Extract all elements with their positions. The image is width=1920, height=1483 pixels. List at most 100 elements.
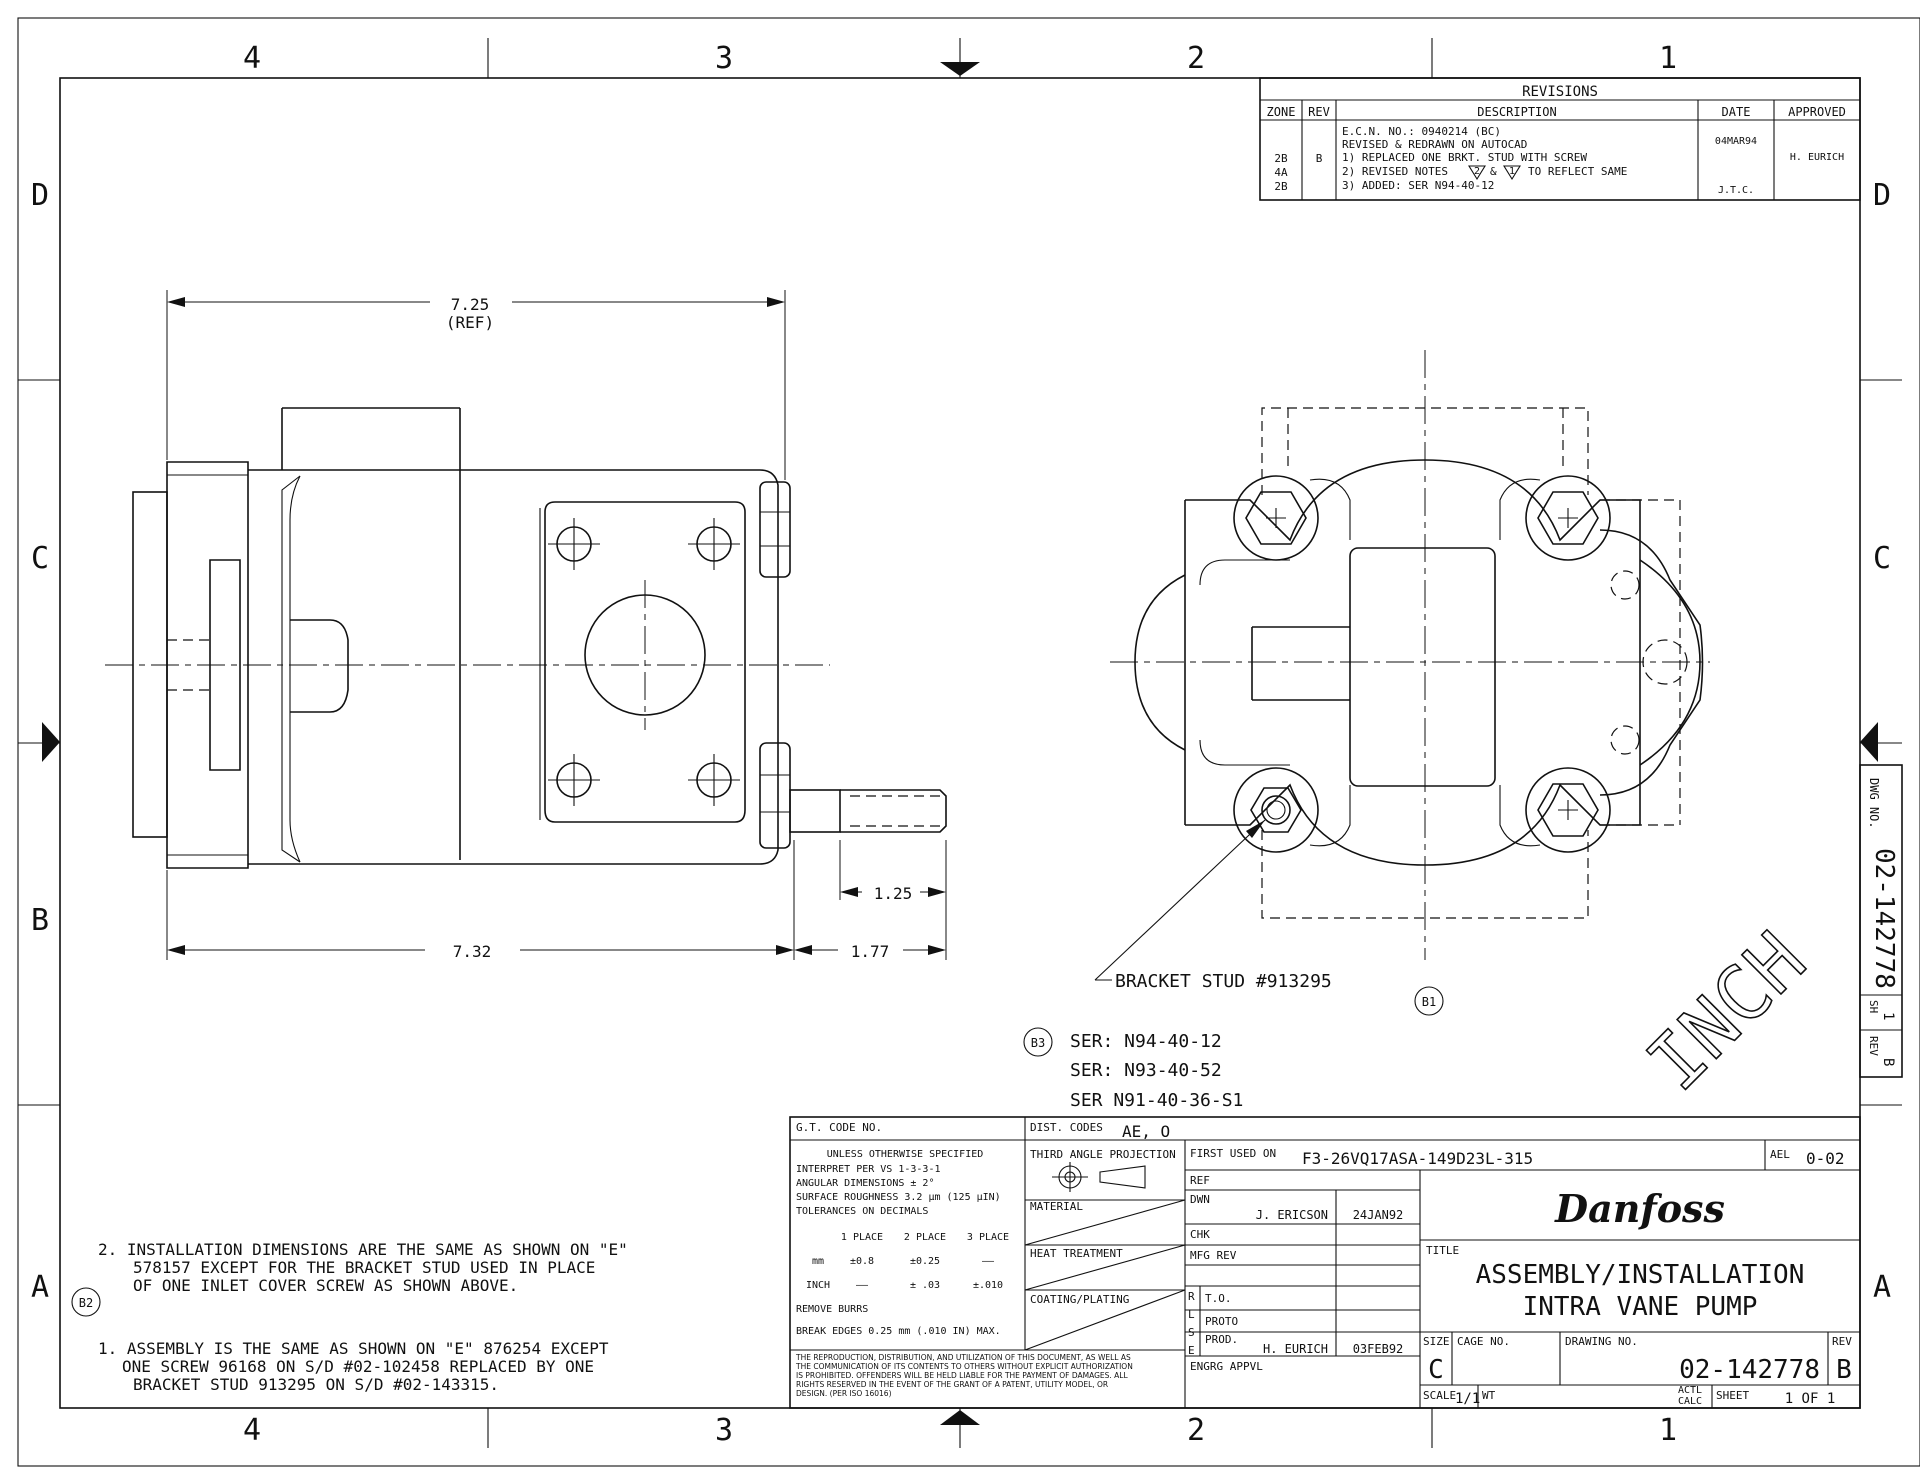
dim-base-length: 7.32 bbox=[453, 942, 492, 961]
actl-label: ACTL bbox=[1678, 1385, 1702, 1396]
chk-label: CHK bbox=[1190, 1228, 1210, 1241]
revisions-table: REVISIONS ZONE REV DESCRIPTION DATE APPR… bbox=[1259, 77, 1861, 201]
rev-letter: B bbox=[1316, 152, 1323, 165]
tol-mm-label: mm bbox=[812, 1256, 824, 1267]
b1-flag: B1 bbox=[1422, 995, 1436, 1009]
zone-col-4-bottom: 4 bbox=[243, 1413, 261, 1448]
dwn-date: 24JAN92 bbox=[1353, 1208, 1404, 1222]
tol-mm-1: ±0.8 bbox=[850, 1256, 874, 1267]
rev-desc-line-2: REVISED & REDRAWN ON AUTOCAD bbox=[1342, 138, 1527, 151]
ael-label: AEL bbox=[1770, 1148, 1790, 1161]
center-arrow-top-icon bbox=[940, 62, 980, 76]
side-dwg-label: DWG NO. bbox=[1867, 778, 1881, 829]
serial-3: SER N91-40-36-S1 bbox=[1070, 1090, 1243, 1111]
rev-label: REV bbox=[1832, 1335, 1852, 1348]
general-notes: 2. INSTALLATION DIMENSIONS ARE THE SAME … bbox=[71, 1240, 628, 1394]
center-arrow-right-icon bbox=[1860, 722, 1878, 762]
danfoss-logo: Danfoss bbox=[1554, 1186, 1725, 1231]
spec-line-5: TOLERANCES ON DECIMALS bbox=[796, 1206, 928, 1217]
rev-header-description: DESCRIPTION bbox=[1477, 105, 1556, 119]
disclaimer-line-1: THE REPRODUCTION, DISTRIBUTION, AND UTIL… bbox=[795, 1353, 1131, 1362]
note-2-line-3: OF ONE INLET COVER SCREW AS SHOWN ABOVE. bbox=[133, 1276, 518, 1295]
rev-initials: J.T.C. bbox=[1718, 185, 1754, 196]
tol-header-1: 1 PLACE bbox=[841, 1232, 883, 1243]
title-line-2: INTRA VANE PUMP bbox=[1523, 1292, 1758, 1322]
rev-header-zone: ZONE bbox=[1267, 105, 1296, 119]
third-angle-projection-icon bbox=[1052, 1162, 1146, 1192]
zone-col-1-bottom: 1 bbox=[1659, 1413, 1677, 1448]
engrg-label: ENGRG APPVL bbox=[1190, 1360, 1263, 1373]
disclaimer-line-2: THE COMMUNICATION OF ITS CONTENTS TO OTH… bbox=[795, 1362, 1133, 1371]
rev-note-flag-1: 2 bbox=[1474, 166, 1480, 177]
zone-row-c-left: C bbox=[31, 541, 49, 576]
disclaimer-line-4: RIGHTS RESERVED IN THE EVENT OF THE GRAN… bbox=[796, 1380, 1108, 1389]
rlse-letter-r: R bbox=[1188, 1290, 1195, 1303]
spec-line-2: INTERPRET PER VS 1-3-3-1 bbox=[796, 1164, 941, 1175]
cover-bolt-icon bbox=[688, 518, 740, 570]
calc-label: CALC bbox=[1678, 1396, 1702, 1407]
hex-bolt-icon bbox=[1525, 475, 1611, 561]
scale-label: SCALE bbox=[1423, 1389, 1456, 1402]
tol-mm-3: —— bbox=[982, 1256, 995, 1267]
rlse-letter-e: E bbox=[1188, 1344, 1195, 1357]
note-flag-triangle-icon bbox=[1503, 165, 1521, 181]
b2-flag: B2 bbox=[79, 1296, 93, 1310]
scale-value: 1/1 bbox=[1455, 1391, 1480, 1407]
zone-row-d-right: D bbox=[1873, 178, 1891, 213]
cover-bolt-icon bbox=[548, 754, 600, 806]
break-edges: BREAK EDGES 0.25 mm (.010 IN) MAX. bbox=[796, 1326, 1001, 1337]
rev-date: 04MAR94 bbox=[1715, 136, 1757, 147]
title-block: G.T. CODE NO. DIST. CODES AE, O UNLESS O… bbox=[789, 1116, 1861, 1409]
ref-label: REF bbox=[1190, 1174, 1210, 1187]
center-arrow-left-icon bbox=[42, 722, 60, 762]
to-label: T.O. bbox=[1205, 1292, 1232, 1305]
tol-inch-3: ±.010 bbox=[973, 1280, 1003, 1291]
zone-row-a-left: A bbox=[31, 1270, 49, 1305]
sheet-value: 1 OF 1 bbox=[1785, 1391, 1836, 1407]
spec-line-3: ANGULAR DIMENSIONS ± 2° bbox=[796, 1178, 934, 1189]
remove-burrs: REMOVE BURRS bbox=[796, 1304, 868, 1315]
rev-desc-line-3: 1) REPLACED ONE BRKT. STUD WITH SCREW bbox=[1342, 151, 1587, 164]
sheet-label: SHEET bbox=[1716, 1389, 1749, 1402]
rev-header-rev: REV bbox=[1308, 105, 1330, 119]
drawing-no-label: DRAWING NO. bbox=[1565, 1335, 1638, 1348]
material-label: MATERIAL bbox=[1030, 1200, 1083, 1213]
first-used-label: FIRST USED ON bbox=[1190, 1147, 1276, 1160]
pump-end-view bbox=[1094, 350, 1710, 981]
rev-header-date: DATE bbox=[1722, 105, 1751, 119]
note-2-line-2: 578157 EXCEPT FOR THE BRACKET STUD USED … bbox=[133, 1258, 595, 1277]
rev-zone-1: 2B bbox=[1274, 152, 1288, 165]
projection-label: THIRD ANGLE PROJECTION bbox=[1030, 1148, 1176, 1161]
prod-label: PROD. bbox=[1205, 1333, 1238, 1346]
b2-flag-circle-icon bbox=[71, 1287, 101, 1317]
zone-col-3-top: 3 bbox=[715, 41, 733, 76]
gt-code-label: G.T. CODE NO. bbox=[796, 1121, 882, 1134]
center-arrow-bottom-icon bbox=[940, 1410, 980, 1425]
spec-line-4: SURFACE ROUGHNESS 3.2 µm (125 µIN) bbox=[796, 1192, 1001, 1203]
cover-bolt-icon bbox=[688, 754, 740, 806]
rev-note-flag-2: 1 bbox=[1509, 166, 1515, 177]
title-label: TITLE bbox=[1426, 1244, 1459, 1257]
note-flag-triangle-icon bbox=[1468, 165, 1486, 181]
side-dwg-no: 02-142778 bbox=[1869, 848, 1899, 989]
wt-label: WT bbox=[1482, 1389, 1496, 1402]
tol-inch-2: ± .03 bbox=[910, 1280, 940, 1291]
serial-1: SER: N94-40-12 bbox=[1070, 1031, 1222, 1052]
zone-col-3-bottom: 3 bbox=[715, 1413, 733, 1448]
dwn-label: DWN bbox=[1190, 1193, 1210, 1206]
dim-overall-width: 7.25 bbox=[451, 295, 490, 314]
cage-label: CAGE NO. bbox=[1457, 1335, 1510, 1348]
proto-label: PROTO bbox=[1205, 1315, 1238, 1328]
rlse-letter-l: L bbox=[1188, 1308, 1195, 1321]
rev-value: B bbox=[1836, 1355, 1852, 1385]
note-1-line-1: 1. ASSEMBLY IS THE SAME AS SHOWN ON "E" … bbox=[98, 1339, 609, 1358]
tol-inch-1: —— bbox=[856, 1280, 869, 1291]
cover-bolt-icon bbox=[548, 518, 600, 570]
size-value: C bbox=[1428, 1355, 1444, 1385]
zone-col-2-top: 2 bbox=[1187, 41, 1205, 76]
serial-2: SER: N93-40-52 bbox=[1070, 1060, 1222, 1081]
tol-header-3: 3 PLACE bbox=[967, 1232, 1009, 1243]
zone-col-1-top: 1 bbox=[1659, 41, 1677, 76]
rev-desc-line-5: TO REFLECT SAME bbox=[1528, 165, 1627, 178]
